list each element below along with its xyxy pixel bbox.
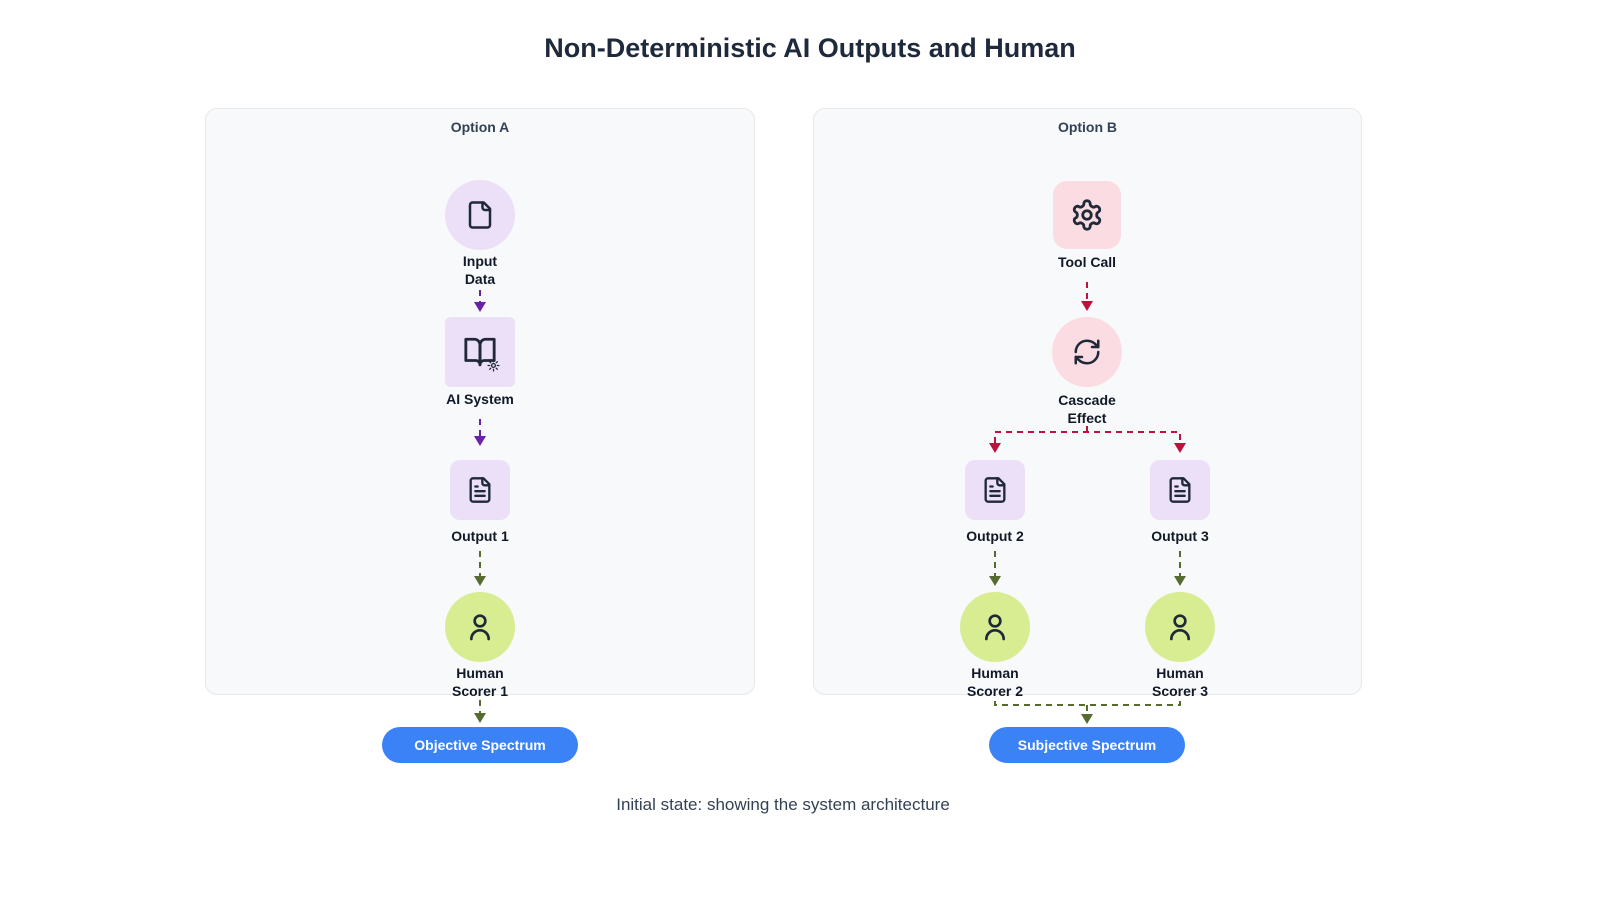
label-scorer3-line1: Human xyxy=(1156,665,1204,681)
refresh-icon xyxy=(1072,337,1102,367)
file-text-icon xyxy=(466,476,494,504)
connector-scorers-merge xyxy=(994,701,1181,706)
node-output-3 xyxy=(1150,460,1210,520)
label-human-scorer-3: Human Scorer 3 xyxy=(1152,664,1208,700)
file-icon xyxy=(465,200,495,230)
label-cascade-line2: Effect xyxy=(1067,410,1107,426)
label-tool-call: Tool Call xyxy=(1057,254,1117,270)
label-cascade-line1: Cascade xyxy=(1058,392,1116,408)
page-title: Non-Deterministic AI Outputs and Human xyxy=(544,33,1076,63)
label-output-2: Output 2 xyxy=(966,528,1024,544)
label-output-1: Output 1 xyxy=(451,528,509,544)
node-human-scorer-2 xyxy=(960,592,1030,662)
file-text-icon xyxy=(981,476,1009,504)
label-cascade-effect: Cascade Effect xyxy=(1058,391,1116,427)
label-input-line2: Data xyxy=(464,271,496,287)
panel-b-title: Option B xyxy=(1057,119,1118,135)
node-ai-system xyxy=(445,317,515,387)
subjective-spectrum-button[interactable]: Subjective Spectrum xyxy=(989,727,1185,763)
person-icon xyxy=(979,611,1011,643)
node-output-2 xyxy=(965,460,1025,520)
arrowhead-merge-to-spectrum xyxy=(1081,714,1093,724)
status-caption: Initial state: showing the system archit… xyxy=(616,795,950,814)
label-input-line1: Input xyxy=(462,253,498,269)
label-scorer2-line1: Human xyxy=(971,665,1019,681)
file-text-icon xyxy=(1166,476,1194,504)
panel-a-title: Option A xyxy=(450,119,510,135)
arrowhead-scorer1-to-spectrum xyxy=(474,713,486,723)
label-scorer1-line2: Scorer 1 xyxy=(451,683,509,699)
objective-spectrum-button[interactable]: Objective Spectrum xyxy=(382,727,578,763)
node-cascade-effect xyxy=(1052,317,1122,387)
node-tool-call xyxy=(1053,181,1121,249)
node-human-scorer-1 xyxy=(445,592,515,662)
mini-gear-icon xyxy=(487,359,500,372)
label-scorer1-line1: Human xyxy=(456,665,504,681)
label-input-data: Input Data xyxy=(463,252,497,288)
node-input-data xyxy=(445,180,515,250)
person-icon xyxy=(1164,611,1196,643)
person-icon xyxy=(464,611,496,643)
label-scorer3-line2: Scorer 3 xyxy=(1151,683,1209,699)
label-output-3: Output 3 xyxy=(1151,528,1209,544)
label-ai-system: AI System xyxy=(446,391,514,407)
node-output-1 xyxy=(450,460,510,520)
book-gear-icon xyxy=(463,335,500,372)
node-human-scorer-3 xyxy=(1145,592,1215,662)
gear-icon xyxy=(1070,198,1104,232)
label-scorer2-line2: Scorer 2 xyxy=(966,683,1024,699)
label-human-scorer-2: Human Scorer 2 xyxy=(967,664,1023,700)
label-human-scorer-1: Human Scorer 1 xyxy=(452,664,508,700)
